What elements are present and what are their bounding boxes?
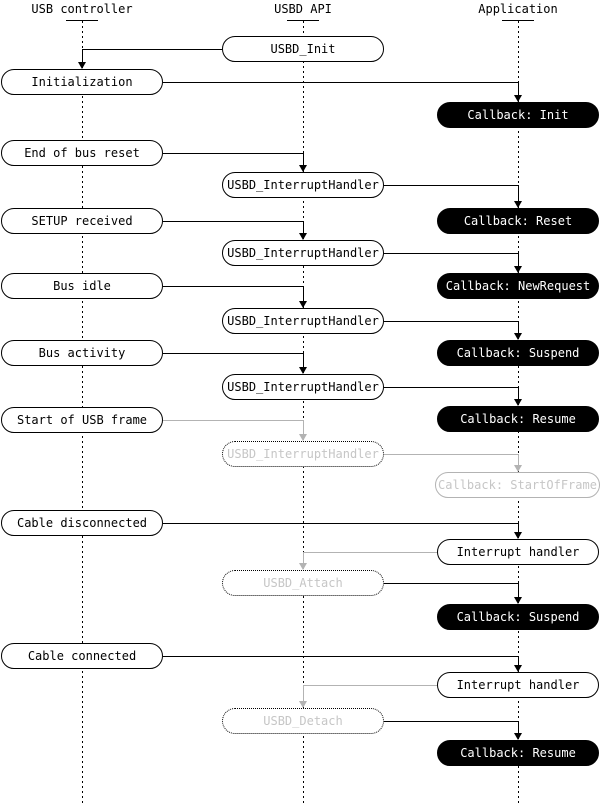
api-call-usbd-interrupthandler-5-disabled: USBD_InterruptHandler	[222, 441, 384, 467]
event-bus-idle: Bus idle	[1, 273, 163, 299]
lane-tick-application	[502, 20, 534, 21]
callback-newrequest: Callback: NewRequest	[437, 273, 599, 299]
connector-vline	[303, 353, 304, 373]
api-call-usbd-interrupthandler-4: USBD_InterruptHandler	[222, 374, 384, 400]
callback-reset: Callback: Reset	[437, 208, 599, 234]
arrowhead-down-icon	[299, 165, 307, 172]
connector-vline	[518, 656, 519, 671]
arrowhead-down-icon	[299, 233, 307, 240]
connector-hline	[384, 583, 518, 584]
connector-vline	[303, 420, 304, 440]
arrowhead-down-icon	[299, 701, 307, 708]
callback-suspend-2: Callback: Suspend	[437, 604, 599, 630]
callback-startofframe-disabled: Callback: StartOfFrame	[435, 472, 600, 498]
arrowhead-down-icon	[78, 62, 86, 69]
connector-vline	[518, 387, 519, 405]
connector-vline	[518, 82, 519, 101]
arrowhead-down-icon	[514, 266, 522, 273]
arrowhead-down-icon	[514, 665, 522, 672]
lane-label-application: Application	[478, 2, 558, 16]
interrupt-handler-2: Interrupt handler	[437, 672, 599, 698]
callback-resume-1: Callback: Resume	[437, 406, 599, 432]
connector-hline	[303, 685, 437, 686]
connector-hline	[384, 721, 518, 722]
connector-vline	[518, 523, 519, 538]
connector-hline	[163, 82, 518, 83]
connector-hline	[384, 454, 518, 455]
arrowhead-down-icon	[299, 563, 307, 570]
connector-hline	[163, 656, 518, 657]
callback-resume-2: Callback: Resume	[437, 740, 599, 766]
api-call-usbd-interrupthandler-2: USBD_InterruptHandler	[222, 240, 384, 266]
connector-vline	[82, 49, 83, 68]
connector-hline	[82, 49, 222, 50]
lane-tick-usb-controller	[66, 20, 98, 21]
arrowhead-down-icon	[514, 597, 522, 604]
event-cable-connected: Cable connected	[1, 643, 163, 669]
api-call-usbd-init: USBD_Init	[222, 36, 384, 62]
connector-vline	[303, 221, 304, 239]
event-end-of-bus-reset: End of bus reset	[1, 140, 163, 166]
lane-label-usbd-api: USBD API	[274, 2, 332, 16]
api-call-usbd-interrupthandler-1: USBD_InterruptHandler	[222, 172, 384, 198]
lane-tick-usbd-api	[287, 20, 319, 21]
connector-hline	[163, 353, 303, 354]
callback-init: Callback: Init	[437, 102, 599, 128]
connector-vline	[518, 321, 519, 339]
connector-vline	[518, 454, 519, 471]
arrowhead-down-icon	[514, 532, 522, 539]
arrowhead-down-icon	[514, 465, 522, 472]
connector-hline	[163, 523, 518, 524]
connector-hline	[384, 185, 518, 186]
event-initialization: Initialization	[1, 69, 163, 95]
event-setup-received: SETUP received	[1, 208, 163, 234]
interrupt-handler-1: Interrupt handler	[437, 539, 599, 565]
api-call-usbd-detach-disabled: USBD_Detach	[222, 708, 384, 734]
connector-hline	[384, 321, 518, 322]
connector-vline	[518, 583, 519, 603]
connector-hline	[163, 420, 303, 421]
connector-hline	[384, 387, 518, 388]
connector-vline	[303, 552, 304, 569]
arrowhead-down-icon	[514, 733, 522, 740]
arrowhead-down-icon	[299, 367, 307, 374]
connector-vline	[518, 721, 519, 739]
event-bus-activity: Bus activity	[1, 340, 163, 366]
connector-hline	[163, 221, 303, 222]
api-call-usbd-interrupthandler-3: USBD_InterruptHandler	[222, 308, 384, 334]
connector-hline	[384, 253, 518, 254]
connector-hline	[163, 286, 303, 287]
arrowhead-down-icon	[299, 434, 307, 441]
connector-hline	[163, 153, 303, 154]
connector-vline	[518, 185, 519, 207]
arrowhead-down-icon	[514, 333, 522, 340]
connector-vline	[303, 685, 304, 707]
arrowhead-down-icon	[514, 399, 522, 406]
api-call-usbd-attach-disabled: USBD_Attach	[222, 570, 384, 596]
lifeline-usbd-api	[303, 21, 304, 804]
event-start-of-usb-frame: Start of USB frame	[1, 407, 163, 433]
connector-vline	[518, 253, 519, 272]
callback-suspend-1: Callback: Suspend	[437, 340, 599, 366]
lane-label-usb-controller: USB controller	[31, 2, 133, 16]
connector-vline	[303, 153, 304, 171]
arrowhead-down-icon	[514, 201, 522, 208]
arrowhead-down-icon	[514, 95, 522, 102]
arrowhead-down-icon	[299, 301, 307, 308]
event-cable-disconnected: Cable disconnected	[1, 510, 163, 536]
connector-vline	[303, 286, 304, 307]
connector-hline	[303, 552, 437, 553]
